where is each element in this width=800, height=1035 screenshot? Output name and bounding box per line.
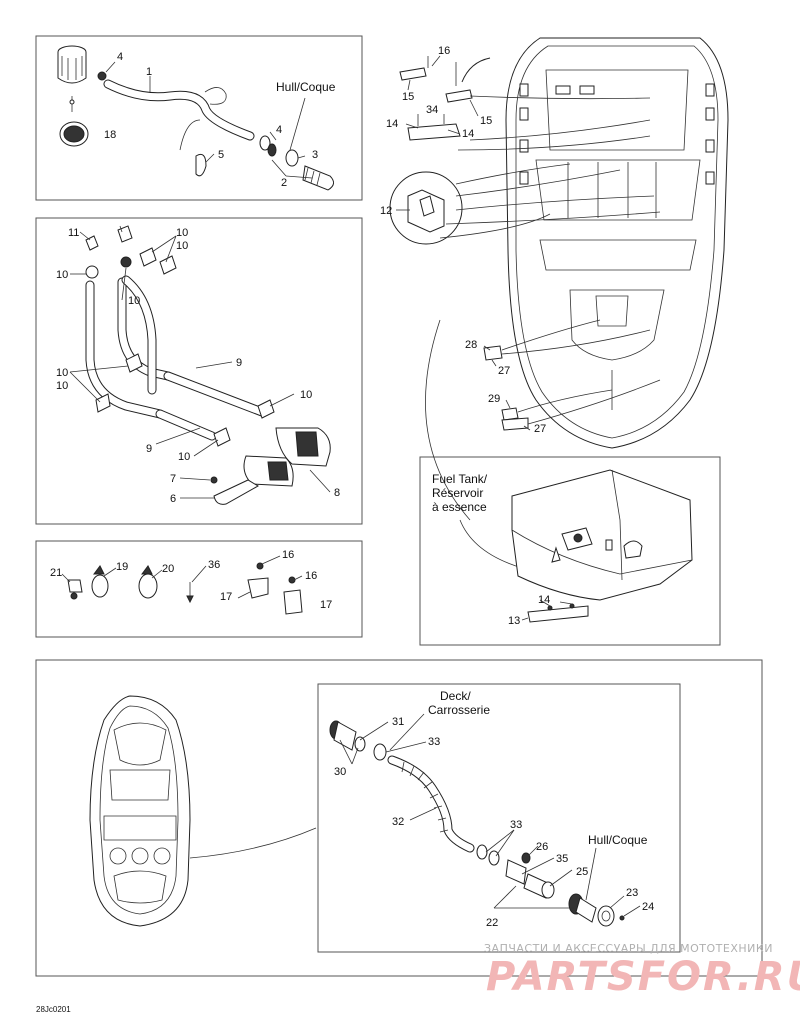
label-fuel-tank-1: Fuel Tank/ — [432, 472, 488, 486]
callout-16c: 16 — [438, 45, 450, 57]
callout-22: 22 — [486, 917, 498, 929]
callout-15a: 15 — [402, 91, 414, 103]
callout-10d: 10 — [128, 295, 140, 307]
deck-top-view — [89, 695, 317, 927]
callout-25: 25 — [576, 866, 588, 878]
callout-2: 2 — [281, 177, 287, 189]
callout-30: 30 — [334, 766, 346, 778]
watermark-logo: PARTSFOR.RU — [486, 954, 800, 1000]
label-hull-top: Hull/Coque — [276, 80, 336, 94]
label-fuel-tank-2: Réservoir — [432, 486, 483, 500]
hull-brackets — [389, 55, 661, 579]
callout-32: 32 — [392, 816, 404, 828]
callout-9a: 9 — [236, 357, 242, 369]
callout-23: 23 — [626, 887, 638, 899]
callout-10g: 10 — [300, 389, 312, 401]
callout-10e: 10 — [56, 367, 68, 379]
callout-16b: 16 — [305, 570, 317, 582]
diagram-code: 28Jc0201 — [36, 1005, 71, 1014]
vent-hose-assembly — [57, 45, 334, 191]
callout-24: 24 — [642, 901, 654, 913]
callout-4b: 4 — [276, 124, 282, 136]
filler-neck-assembly — [329, 713, 641, 927]
callout-33b: 33 — [510, 819, 522, 831]
callout-13: 13 — [508, 615, 520, 627]
label-hull-bottom: Hull/Coque — [588, 833, 648, 847]
callout-27b: 27 — [534, 423, 546, 435]
callout-28: 28 — [465, 339, 477, 351]
callout-1: 1 — [146, 66, 152, 78]
callout-34: 34 — [426, 104, 438, 116]
callout-10f: 10 — [56, 380, 68, 392]
callout-14a: 14 — [386, 118, 398, 130]
callout-5: 5 — [218, 149, 224, 161]
label-deck-2: Carrosserie — [428, 703, 490, 717]
callout-35: 35 — [556, 853, 568, 865]
callout-18: 18 — [104, 129, 116, 141]
fuel-lines-assembly — [69, 225, 331, 505]
callout-26: 26 — [536, 841, 548, 853]
callout-6: 6 — [170, 493, 176, 505]
callout-27a: 27 — [498, 365, 510, 377]
callout-36: 36 — [208, 559, 220, 571]
callout-14b: 14 — [462, 128, 474, 140]
callout-14c: 14 — [538, 594, 550, 606]
panel-filler-detail-frame — [317, 683, 681, 953]
panel-clamps-frame — [35, 540, 363, 638]
watermark-line: ЗАПЧАСТИ И АКСЕССУАРЫ ДЛЯ МОТОТЕХНИКИ — [484, 942, 773, 955]
callout-33a: 33 — [428, 736, 440, 748]
callout-29: 29 — [488, 393, 500, 405]
callout-17b: 17 — [320, 599, 332, 611]
callout-10h: 10 — [178, 451, 190, 463]
callout-21: 21 — [50, 567, 62, 579]
callout-10b: 10 — [176, 240, 188, 252]
callout-4a: 4 — [117, 51, 123, 63]
panel-fuel-lines-frame — [35, 217, 363, 525]
callout-11: 11 — [68, 227, 79, 239]
callout-8: 8 — [334, 487, 340, 499]
panel-vent-hose-frame — [35, 35, 363, 201]
callout-12: 12 — [380, 205, 392, 217]
label-deck-1: Deck/ — [440, 689, 471, 703]
callout-15b: 15 — [480, 115, 492, 127]
panel-filler-frame — [35, 659, 763, 977]
callout-17a: 17 — [220, 591, 232, 603]
callout-9b: 9 — [146, 443, 152, 455]
panel-fuel-tank-frame — [419, 456, 721, 646]
callout-10a: 10 — [176, 227, 188, 239]
callout-19: 19 — [116, 561, 128, 573]
label-fuel-tank-3: à essence — [432, 500, 487, 514]
clamps-assembly — [61, 555, 303, 615]
callout-10c: 10 — [56, 269, 68, 281]
hull-top-view — [505, 37, 729, 449]
fuel-tank-assembly — [511, 469, 693, 623]
callout-7: 7 — [170, 473, 176, 485]
callout-3: 3 — [312, 149, 318, 161]
callout-20: 20 — [162, 563, 174, 575]
callout-16a: 16 — [282, 549, 294, 561]
callout-31: 31 — [392, 716, 404, 728]
